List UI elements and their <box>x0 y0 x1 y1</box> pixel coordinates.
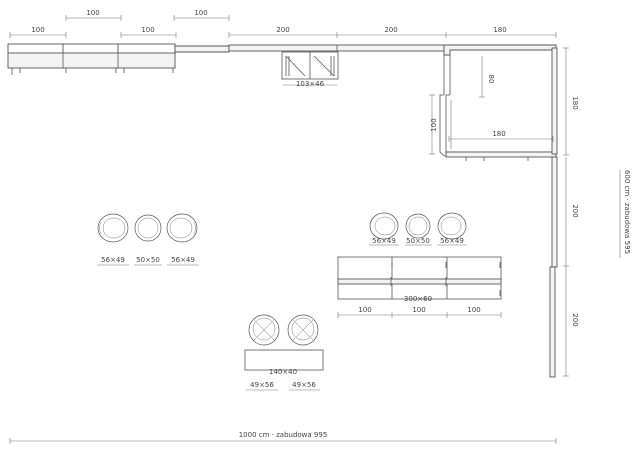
bench-300x60: 300×60 100 100 100 <box>337 256 502 318</box>
table <box>244 349 324 371</box>
dim-label: 100 <box>358 306 371 314</box>
dim-label: 100 <box>430 118 438 131</box>
dim-label: 200 <box>276 26 289 34</box>
fixture-103x46: 103×46 <box>281 51 339 88</box>
size-label: 49×56 <box>250 381 274 389</box>
size-label: 56×49 <box>171 256 195 264</box>
size-label: 50×50 <box>136 256 160 264</box>
dim-label: 200 <box>571 204 579 217</box>
chair-group-middle: 56×49 50×50 56×49 <box>369 212 467 246</box>
size-label: 49×56 <box>292 381 316 389</box>
size-label: 56×49 <box>372 237 396 245</box>
dim-label: 200 <box>384 26 397 34</box>
dim-label-total-height: 600 cm · zabudowa 595 <box>623 170 631 254</box>
dim-label: 100 <box>194 9 207 17</box>
top-left-wall <box>7 43 176 75</box>
right-wall: 200 200 600 cm · zabudowa 595 <box>549 156 631 378</box>
size-label: 56×49 <box>440 237 464 245</box>
top-wall <box>174 44 557 56</box>
bench-label: 300×60 <box>404 295 432 303</box>
dim-label: 100 <box>31 26 44 34</box>
dim-label: 80 <box>487 75 495 84</box>
dim-label-total-width: 1000 cm · zabudowa 995 <box>239 431 328 439</box>
armchair <box>437 212 467 240</box>
dim-label: 180 <box>571 96 579 109</box>
armchair <box>248 314 280 346</box>
dim-label: 180 <box>492 130 505 138</box>
chair-group-left: 56×49 50×50 56×49 <box>97 213 199 266</box>
table-label: 140×40 <box>269 368 297 376</box>
armchair <box>166 213 198 243</box>
dim-label: 180 <box>493 26 506 34</box>
dim-label: 100 <box>86 9 99 17</box>
size-label: 50×50 <box>406 237 430 245</box>
top-dimensions: 100 100 100 100 200 200 180 <box>9 9 557 38</box>
round-stool <box>405 213 431 239</box>
round-stool <box>134 214 162 242</box>
dim-label: 100 <box>467 306 480 314</box>
table-group: 140×40 49×56 49×56 <box>244 314 324 391</box>
armchair <box>369 212 399 240</box>
dim-label: 200 <box>571 313 579 326</box>
fixture-label: 103×46 <box>296 80 325 88</box>
bottom-dimension: 1000 cm · zabudowa 995 <box>9 431 557 444</box>
dim-label: 100 <box>412 306 425 314</box>
size-label: 56×49 <box>101 256 125 264</box>
armchair <box>97 213 129 243</box>
armchair <box>287 314 319 346</box>
dim-label: 100 <box>141 26 154 34</box>
corner-room: 80 100 180 180 <box>429 47 579 161</box>
